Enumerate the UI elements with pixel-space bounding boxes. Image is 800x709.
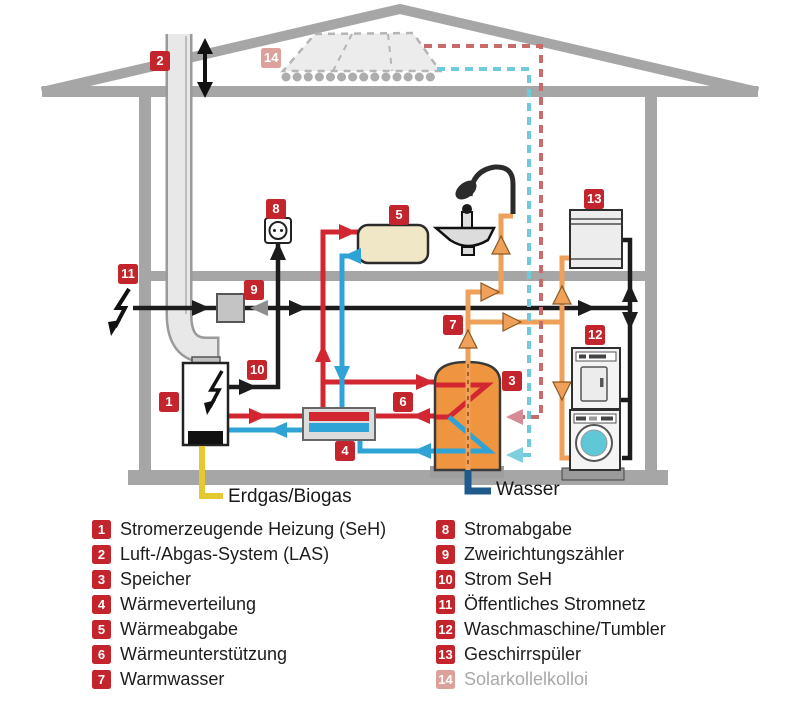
grid-lightning-icon: [108, 287, 131, 336]
meter-box: [216, 293, 245, 323]
right-wall: [645, 97, 657, 473]
badge-2: 2: [150, 51, 170, 71]
badge-12: 12: [585, 325, 606, 345]
radiator: [356, 223, 430, 265]
legend-label-1: Stromerzeugende Heizung (SeH): [120, 519, 387, 539]
legend-item-5: 5 Wärmeabgabe: [92, 619, 386, 640]
second-floor-slab: [151, 271, 645, 281]
house-structure: [40, 3, 760, 485]
legend-label-14: Solarkollelkolloi: [464, 669, 589, 689]
legend-badge-6: 6: [92, 645, 111, 664]
legend-label-8: Stromabgabe: [464, 519, 573, 539]
legend-badge-13: 13: [436, 645, 455, 664]
legend-item-6: 6 Wärmeunterstützung: [92, 644, 386, 665]
legend-item-9: 9 Zweirichtungszähler: [436, 544, 666, 565]
washing-machine: [561, 409, 625, 481]
badge-14: 14: [261, 48, 282, 68]
legend-label-10: Strom SeH: [464, 569, 553, 589]
legend-label-7: Warmwasser: [120, 669, 225, 689]
boiler-unit: [181, 361, 230, 447]
legend-label-3: Speicher: [120, 569, 192, 589]
legend-item-14: 14 Solarkollelkolloi: [436, 669, 666, 690]
badge-11: 11: [118, 264, 138, 284]
legend-item-3: 3 Speicher: [92, 569, 386, 590]
legend-item-2: 2 Luft-/Abgas-System (LAS): [92, 544, 386, 565]
badge-9: 9: [244, 280, 264, 300]
legend-label-12: Waschmaschine/Tumbler: [464, 619, 666, 639]
solar-collector: [280, 31, 443, 82]
gas-label: Erdgas/Biogas: [228, 486, 352, 507]
water-label: Wasser: [496, 479, 560, 500]
legend-badge-11: 11: [436, 595, 455, 614]
electric-lines: [133, 237, 633, 461]
badge-7: 7: [443, 315, 463, 335]
gas-pipe: [199, 446, 223, 499]
tank-coil-cold: [436, 415, 496, 454]
legend-badge-1: 1: [92, 520, 111, 539]
legend-item-13: 13 Geschirrspüler: [436, 644, 666, 665]
airflow-arrow-icon: [197, 38, 213, 98]
legend-badge-7: 7: [92, 670, 111, 689]
ground-floor-slab: [128, 470, 668, 485]
legend-badge-2: 2: [92, 545, 111, 564]
legend-item-7: 7 Warmwasser: [92, 669, 386, 690]
electric-arrows: [192, 242, 638, 395]
legend-label-9: Zweirichtungszähler: [464, 544, 625, 564]
power-outlet-icon: [264, 217, 292, 244]
heat-distribution-unit: [302, 407, 376, 441]
legend-item-8: 8 Stromabgabe: [436, 519, 666, 540]
badge-4: 4: [335, 441, 355, 461]
shower-icon: [455, 164, 516, 214]
legend-item-4: 4 Wärmeverteilung: [92, 594, 386, 615]
legend-badge-5: 5: [92, 620, 111, 639]
legend-right-column: 8 Stromabgabe 9 Zweirichtungszähler 10 Stro…: [436, 519, 666, 694]
left-wall: [139, 97, 151, 473]
legend-left-column: 1 Stromerzeugende Heizung (SeH) 2 Luft-/Ab…: [92, 519, 386, 694]
badge-1: 1: [159, 392, 179, 412]
legend-item-1: 1 Stromerzeugende Heizung (SeH): [92, 519, 386, 540]
badge-6: 6: [393, 392, 413, 412]
legend-label-11: Öffentliches Stromnetz: [464, 594, 646, 614]
legend-badge-4: 4: [92, 595, 111, 614]
badge-10: 10: [247, 360, 268, 380]
legend-badge-12: 12: [436, 620, 455, 639]
legend-label-6: Wärmeunterstützung: [120, 644, 288, 664]
legend-badge-14: 14: [436, 670, 455, 689]
legend-item-12: 12 Waschmaschine/Tumbler: [436, 619, 666, 640]
meter-direction-arrow: [250, 300, 268, 316]
dishwasher: [569, 209, 623, 269]
legend-label-5: Wärmeabgabe: [120, 619, 239, 639]
legend-label-2: Luft-/Abgas-System (LAS): [120, 544, 330, 564]
legend-badge-3: 3: [92, 570, 111, 589]
legend-item-11: 11 Öffentliches Stromnetz: [436, 594, 666, 615]
boiler-lightning-icon: [204, 370, 224, 415]
heating-arrows: [249, 224, 434, 459]
chimney-pipe: [165, 34, 221, 366]
badge-5: 5: [389, 205, 409, 225]
legend-label-4: Wärmeverteilung: [120, 594, 257, 614]
legend-label-13: Geschirrspüler: [464, 644, 582, 664]
water-pipe: [464, 470, 491, 495]
solar-dashed-lines: [424, 44, 543, 463]
legend-badge-8: 8: [436, 520, 455, 539]
badge-8: 8: [266, 199, 286, 219]
hot-water-arrows: [458, 234, 572, 402]
badge-13: 13: [584, 189, 605, 209]
legend-item-10: 10 Strom SeH: [436, 569, 666, 590]
badge-3: 3: [502, 371, 522, 391]
sink-icon: [432, 204, 497, 256]
legend-badge-9: 9: [436, 545, 455, 564]
legend-badge-10: 10: [436, 570, 455, 589]
tumbler: [571, 347, 621, 410]
